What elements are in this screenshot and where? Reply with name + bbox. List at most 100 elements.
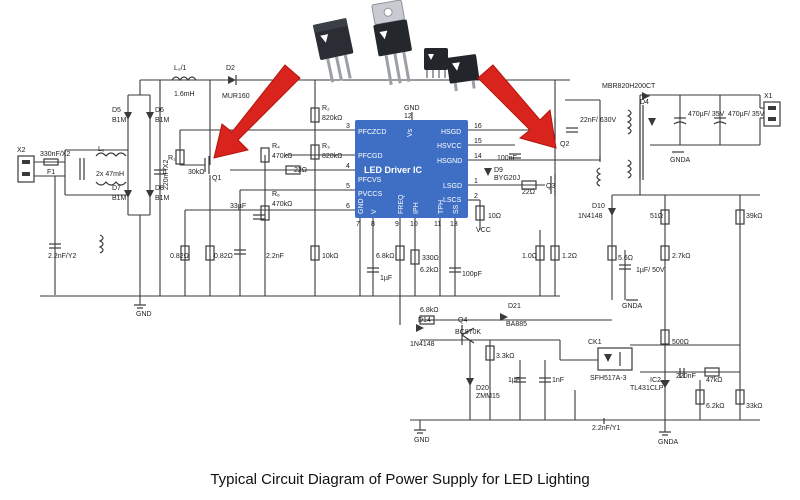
- label-zmm: ZMM15: [476, 393, 500, 400]
- pin-number: 10: [410, 221, 418, 228]
- label-r21v: 6.8kΩ: [420, 307, 438, 314]
- label-q3: Q3: [546, 183, 555, 190]
- label-gnda: GNDA: [658, 439, 679, 446]
- label-1n4148: 1N4148: [410, 341, 435, 348]
- ic-pin-pfczcd: PFCZCD: [358, 129, 386, 136]
- pin-number: 7: [356, 221, 360, 228]
- label-x1: X1: [764, 93, 773, 100]
- label-r9v: 10kΩ: [322, 253, 339, 260]
- label-tl: TL431CLP: [630, 385, 664, 392]
- label-cy: 2.2nF/Y1: [592, 425, 621, 432]
- label-f1: F1: [47, 169, 55, 176]
- label-d6: D6: [155, 107, 164, 114]
- label-r1: R₁: [168, 155, 176, 162]
- label-r2v: 820kΩ: [322, 115, 342, 122]
- label-mur: MUR160: [222, 93, 250, 100]
- label-r24v: 47kΩ: [706, 377, 723, 384]
- ic-pin-hsgnd: HSGND: [437, 158, 462, 165]
- label-byg: BYG20J: [494, 175, 520, 182]
- label-r26v: 33kΩ: [746, 403, 763, 410]
- label-l-pfc: L₂/1: [174, 65, 187, 72]
- label-gnd: GND: [136, 311, 152, 318]
- label-c10: 470µF/ 35V: [688, 111, 725, 118]
- pin-number: 5: [346, 183, 350, 190]
- label-r1v: 30kΩ: [188, 169, 205, 176]
- label-ck1: CK1: [588, 339, 602, 346]
- components: [17, 75, 781, 436]
- ic-pin-tph: TPH: [438, 200, 445, 214]
- ic-pin-iph: IPH: [413, 202, 420, 214]
- label-bas: BA885: [506, 321, 527, 328]
- label-r17v: 5.6Ω: [618, 255, 633, 262]
- label-l-cm: 2x 47mH: [96, 171, 124, 178]
- label-r23v: 500Ω: [672, 339, 689, 346]
- label-ic2: IC2: [650, 377, 661, 384]
- label-r19v: 2.7kΩ: [672, 253, 690, 260]
- label-c15: 220nF: [676, 373, 696, 380]
- wiring: [30, 79, 775, 432]
- label-r22v: 3.3kΩ: [496, 353, 514, 360]
- label-r4v: 470kΩ: [272, 153, 292, 160]
- pin-number: 15: [474, 138, 482, 145]
- ic-pin-pfcvs: PFCVS: [358, 177, 382, 184]
- ic-pin-freq: FREQ: [398, 194, 405, 214]
- label-q2: Q2: [560, 141, 569, 148]
- diagram-caption: Typical Circuit Diagram of Power Supply …: [210, 471, 589, 488]
- pin-number: 12: [404, 113, 412, 120]
- pin-number: 3: [346, 123, 350, 130]
- ic-pin-hsgd: HSGD: [441, 129, 461, 136]
- label-q4: Q4: [458, 317, 467, 324]
- label-r18v: 51Ω: [650, 213, 663, 220]
- label-r8: 0.82Ω: [214, 253, 233, 260]
- label-l1: L₁: [98, 146, 105, 153]
- label-r5v: 22Ω: [294, 167, 307, 174]
- label-c14: 1nF: [552, 377, 564, 384]
- label-d5: D5: [112, 107, 121, 114]
- label-l-pfc-val: 1.6mH: [174, 91, 195, 98]
- to220-package-tab: [371, 0, 412, 86]
- label-r10v: 22Ω: [522, 189, 535, 196]
- label-gnda: GNDA: [670, 157, 691, 164]
- label-d14: D14: [418, 317, 431, 324]
- led-driver-ic: LED Driver IC Vs PFCZCD PFCGD PFCVS PVCC…: [346, 113, 482, 228]
- label-c3: 33µF: [230, 203, 246, 210]
- ic-pin-pvccs: PVCCS: [358, 191, 382, 198]
- to220-package-dark: [312, 17, 354, 83]
- label-c5: 2.2nF: [266, 253, 284, 260]
- label-gnda: GNDA: [622, 303, 643, 310]
- label-sfh: SFH517A-3: [590, 375, 627, 382]
- label-r6: R₆: [272, 191, 280, 198]
- ic-pin-ss: SS: [453, 204, 460, 214]
- label-d21: D21: [508, 303, 521, 310]
- label-c9: 100pF: [462, 271, 482, 278]
- ic-pin-lsgd: LSGD: [443, 183, 462, 190]
- arrow-icon: [477, 64, 557, 149]
- label-c7: 100nF: [497, 155, 517, 162]
- label-gnd-top: GND: [404, 105, 420, 112]
- label-c8: 1µF: [380, 275, 392, 282]
- pin-number: 2: [474, 193, 478, 200]
- label-d8: D8: [155, 185, 164, 192]
- label-c11: 470µF/ 35V: [728, 111, 765, 118]
- label-r2: R₂: [322, 105, 330, 112]
- pin-number: 16: [474, 123, 482, 130]
- ic-pin-v: V: [371, 209, 378, 214]
- label-c12: 1µF/ 50V: [636, 267, 665, 274]
- label-1n4148: 1N4148: [578, 213, 603, 220]
- label-r7: 0.82Ω: [170, 253, 189, 260]
- label-d4: D4: [640, 99, 649, 106]
- label-r3: R₃: [322, 143, 330, 150]
- pin-number: 6: [346, 203, 350, 210]
- pin-number: 13: [450, 221, 458, 228]
- label-d9: D9: [494, 167, 503, 174]
- pin-number: 11: [434, 221, 441, 228]
- label-c6: 22nF/ 630V: [580, 117, 617, 124]
- label-q1: Q1: [212, 175, 221, 182]
- label-bc: BC870K: [455, 329, 481, 336]
- label-d2: D2: [226, 65, 235, 72]
- label-r16v: 1.2Ω: [562, 253, 577, 260]
- pin-number: 14: [474, 153, 482, 160]
- label-d7: D7: [112, 185, 121, 192]
- ic-pin-lscs: LSCS: [443, 197, 462, 204]
